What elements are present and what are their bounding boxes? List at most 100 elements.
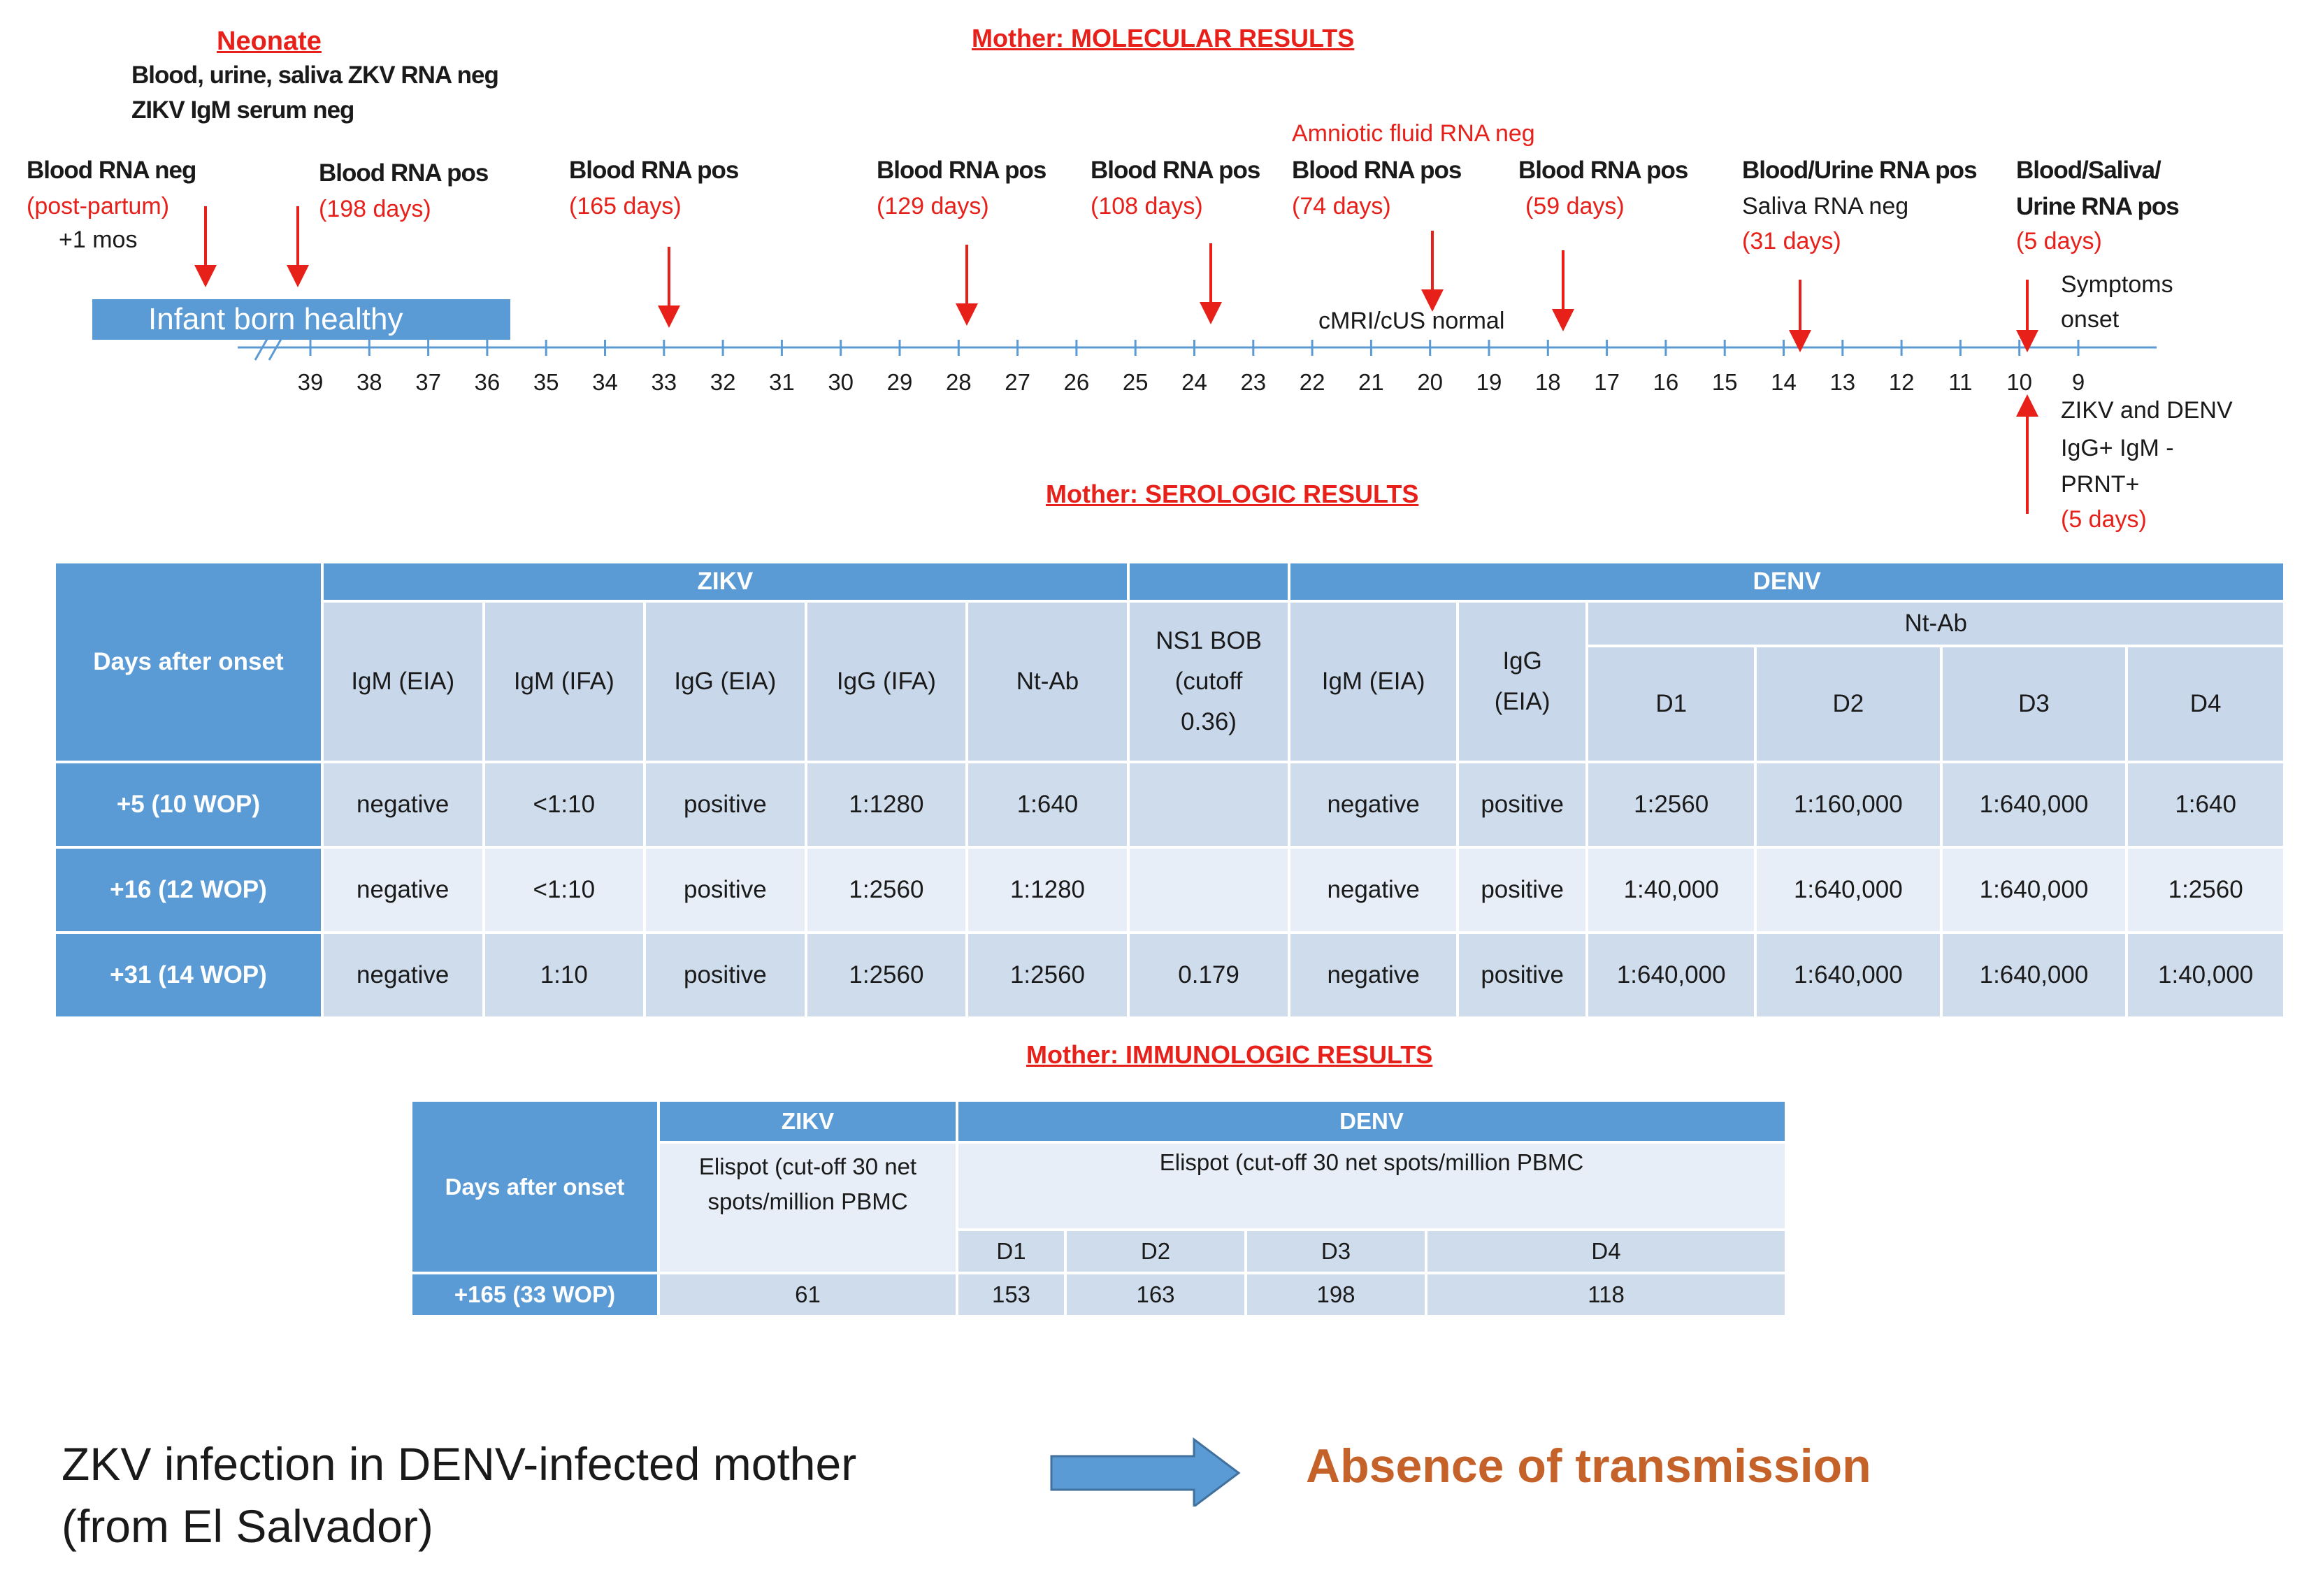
denv-elispot-header: Elispot (cut-off 30 net spots/million PB…: [957, 1142, 1787, 1231]
col-zikv-igg-eia: IgG (EIA): [645, 601, 807, 763]
table-cell: 1:2560: [2127, 847, 2286, 934]
infant-born-box: Infant born healthy: [92, 299, 510, 340]
table-cell: 1:640,000: [1755, 847, 1943, 934]
table-cell: negative: [1289, 847, 1459, 934]
denv-header: DENV: [957, 1102, 1787, 1144]
table-cell: 1:2560: [805, 847, 969, 934]
cell: 163: [1065, 1273, 1247, 1318]
ns1-line: 0.36): [1181, 707, 1237, 735]
table-cell: 1:40,000: [1587, 847, 1757, 934]
tick-label: 25: [1122, 369, 1149, 395]
elispot-line: spots/million PBMC: [707, 1188, 908, 1214]
tick-label: 11: [1948, 369, 1973, 395]
col-d3: D3: [1246, 1230, 1427, 1274]
tick-label: 10: [2006, 369, 2033, 395]
summary-result: Absence of transmission: [1306, 1439, 1871, 1493]
table-cell: positive: [645, 762, 807, 849]
event-days: (129 days): [877, 193, 989, 220]
table-cell: 1:640: [2127, 762, 2286, 849]
tick-label: 39: [297, 369, 324, 395]
denv-header: DENV: [1289, 563, 2286, 603]
event-title: Blood RNA pos: [1091, 157, 1260, 184]
row-day: +31 (14 WOP): [56, 933, 324, 1019]
row-day: +16 (12 WOP): [56, 847, 324, 934]
tick-label: 35: [533, 369, 559, 395]
event-title: Blood RNA pos: [877, 157, 1046, 184]
table-cell: negative: [322, 847, 485, 934]
right-arrow-icon: [1050, 1437, 1241, 1507]
col-zikv-ntab: Nt-Ab: [967, 601, 1130, 763]
col-d1: D1: [1587, 646, 1757, 763]
event-title: Blood/Saliva/: [2016, 157, 2161, 184]
tick-label: 31: [769, 369, 795, 395]
row-day: +165 (33 WOP): [412, 1273, 660, 1318]
tick-label: 36: [474, 369, 501, 395]
tick-label: 20: [1417, 369, 1444, 395]
event-extra: Saliva RNA neg: [1742, 193, 1909, 220]
table-cell: 1:2560: [967, 933, 1130, 1019]
table-cell: 1:1280: [967, 847, 1130, 934]
event-days: (165 days): [569, 193, 682, 220]
serologic-heading: Mother: SEROLOGIC RESULTS: [1046, 480, 1419, 508]
col-denv-igg-eia: IgG (EIA): [1457, 601, 1589, 763]
table-cell: 1:2560: [805, 933, 969, 1019]
col-zikv-igm-eia: IgM (EIA): [322, 601, 485, 763]
symptoms-label-2: onset: [2061, 306, 2120, 333]
tick-label: 13: [1829, 369, 1856, 395]
days-after-onset-header: Days after onset: [56, 563, 324, 763]
event-days: (5 days): [2016, 228, 2102, 254]
elispot-line: Elispot (cut-off 30 net: [698, 1153, 917, 1179]
tick-label: 24: [1181, 369, 1207, 395]
table-cell: [1128, 847, 1291, 934]
table-cell: 1:160,000: [1755, 762, 1943, 849]
serology-note-1: ZIKV and DENV: [2061, 397, 2233, 424]
tick-label: 27: [1005, 369, 1030, 395]
table-cell: positive: [645, 933, 807, 1019]
table-cell: negative: [322, 933, 485, 1019]
table-cell: negative: [1289, 933, 1459, 1019]
tick-label: 29: [886, 369, 913, 395]
table-cell: 1:640,000: [1587, 933, 1757, 1019]
tick-label: 28: [945, 369, 972, 395]
tick-label: 37: [415, 369, 441, 395]
ns1-line: (cutoff: [1174, 668, 1243, 696]
tick-label: 9: [2071, 369, 2085, 395]
igg-line: IgG: [1502, 647, 1542, 675]
table-cell: 1:2560: [1587, 762, 1757, 849]
cell: 118: [1426, 1273, 1787, 1318]
col-zikv-igm-ifa: IgM (IFA): [483, 601, 647, 763]
cell: 198: [1246, 1273, 1427, 1318]
table-cell: positive: [1457, 762, 1589, 849]
event-title: Blood RNA pos: [319, 159, 489, 187]
col-d2: D2: [1065, 1230, 1247, 1274]
neonate-line-2: ZIKV IgM serum neg: [131, 96, 354, 124]
days-after-onset-header: Days after onset: [412, 1102, 660, 1274]
tick-label: 16: [1653, 369, 1679, 395]
col-zikv-igg-ifa: IgG (IFA): [805, 601, 969, 763]
summary-text: ZKV infection in DENV-infected mother (f…: [62, 1433, 856, 1558]
tick-label: 19: [1476, 369, 1502, 395]
tick-label: 15: [1711, 369, 1738, 395]
table-cell: 1:640,000: [1941, 762, 2129, 849]
tick-label: 38: [356, 369, 382, 395]
event-days: (31 days): [1742, 228, 1841, 254]
tick-label: 34: [592, 369, 618, 395]
event-pre: Amniotic fluid RNA neg: [1292, 120, 1535, 147]
tick-label: 18: [1534, 369, 1561, 395]
table-cell: positive: [1457, 847, 1589, 934]
table-cell: 1:640,000: [1941, 847, 2129, 934]
event-title: Blood/Urine RNA pos: [1742, 157, 1978, 184]
neonate-heading: Neonate: [217, 27, 322, 56]
zikv-elispot-header: Elispot (cut-off 30 net spots/million PB…: [659, 1142, 958, 1274]
tick-label: 32: [710, 369, 736, 395]
col-ns1-bob: NS1 BOB (cutoff 0.36): [1128, 601, 1291, 763]
table-cell: positive: [1457, 933, 1589, 1019]
event-title: Blood RNA pos: [1292, 157, 1462, 184]
table-cell: negative: [322, 762, 485, 849]
table-cell: 1:640: [967, 762, 1130, 849]
tick-label: 14: [1771, 369, 1797, 395]
table-cell: 0.179: [1128, 933, 1291, 1019]
tick-label: 17: [1594, 369, 1620, 395]
symptoms-label: Symptoms: [2061, 271, 2173, 298]
col-d4: D4: [1426, 1230, 1787, 1274]
